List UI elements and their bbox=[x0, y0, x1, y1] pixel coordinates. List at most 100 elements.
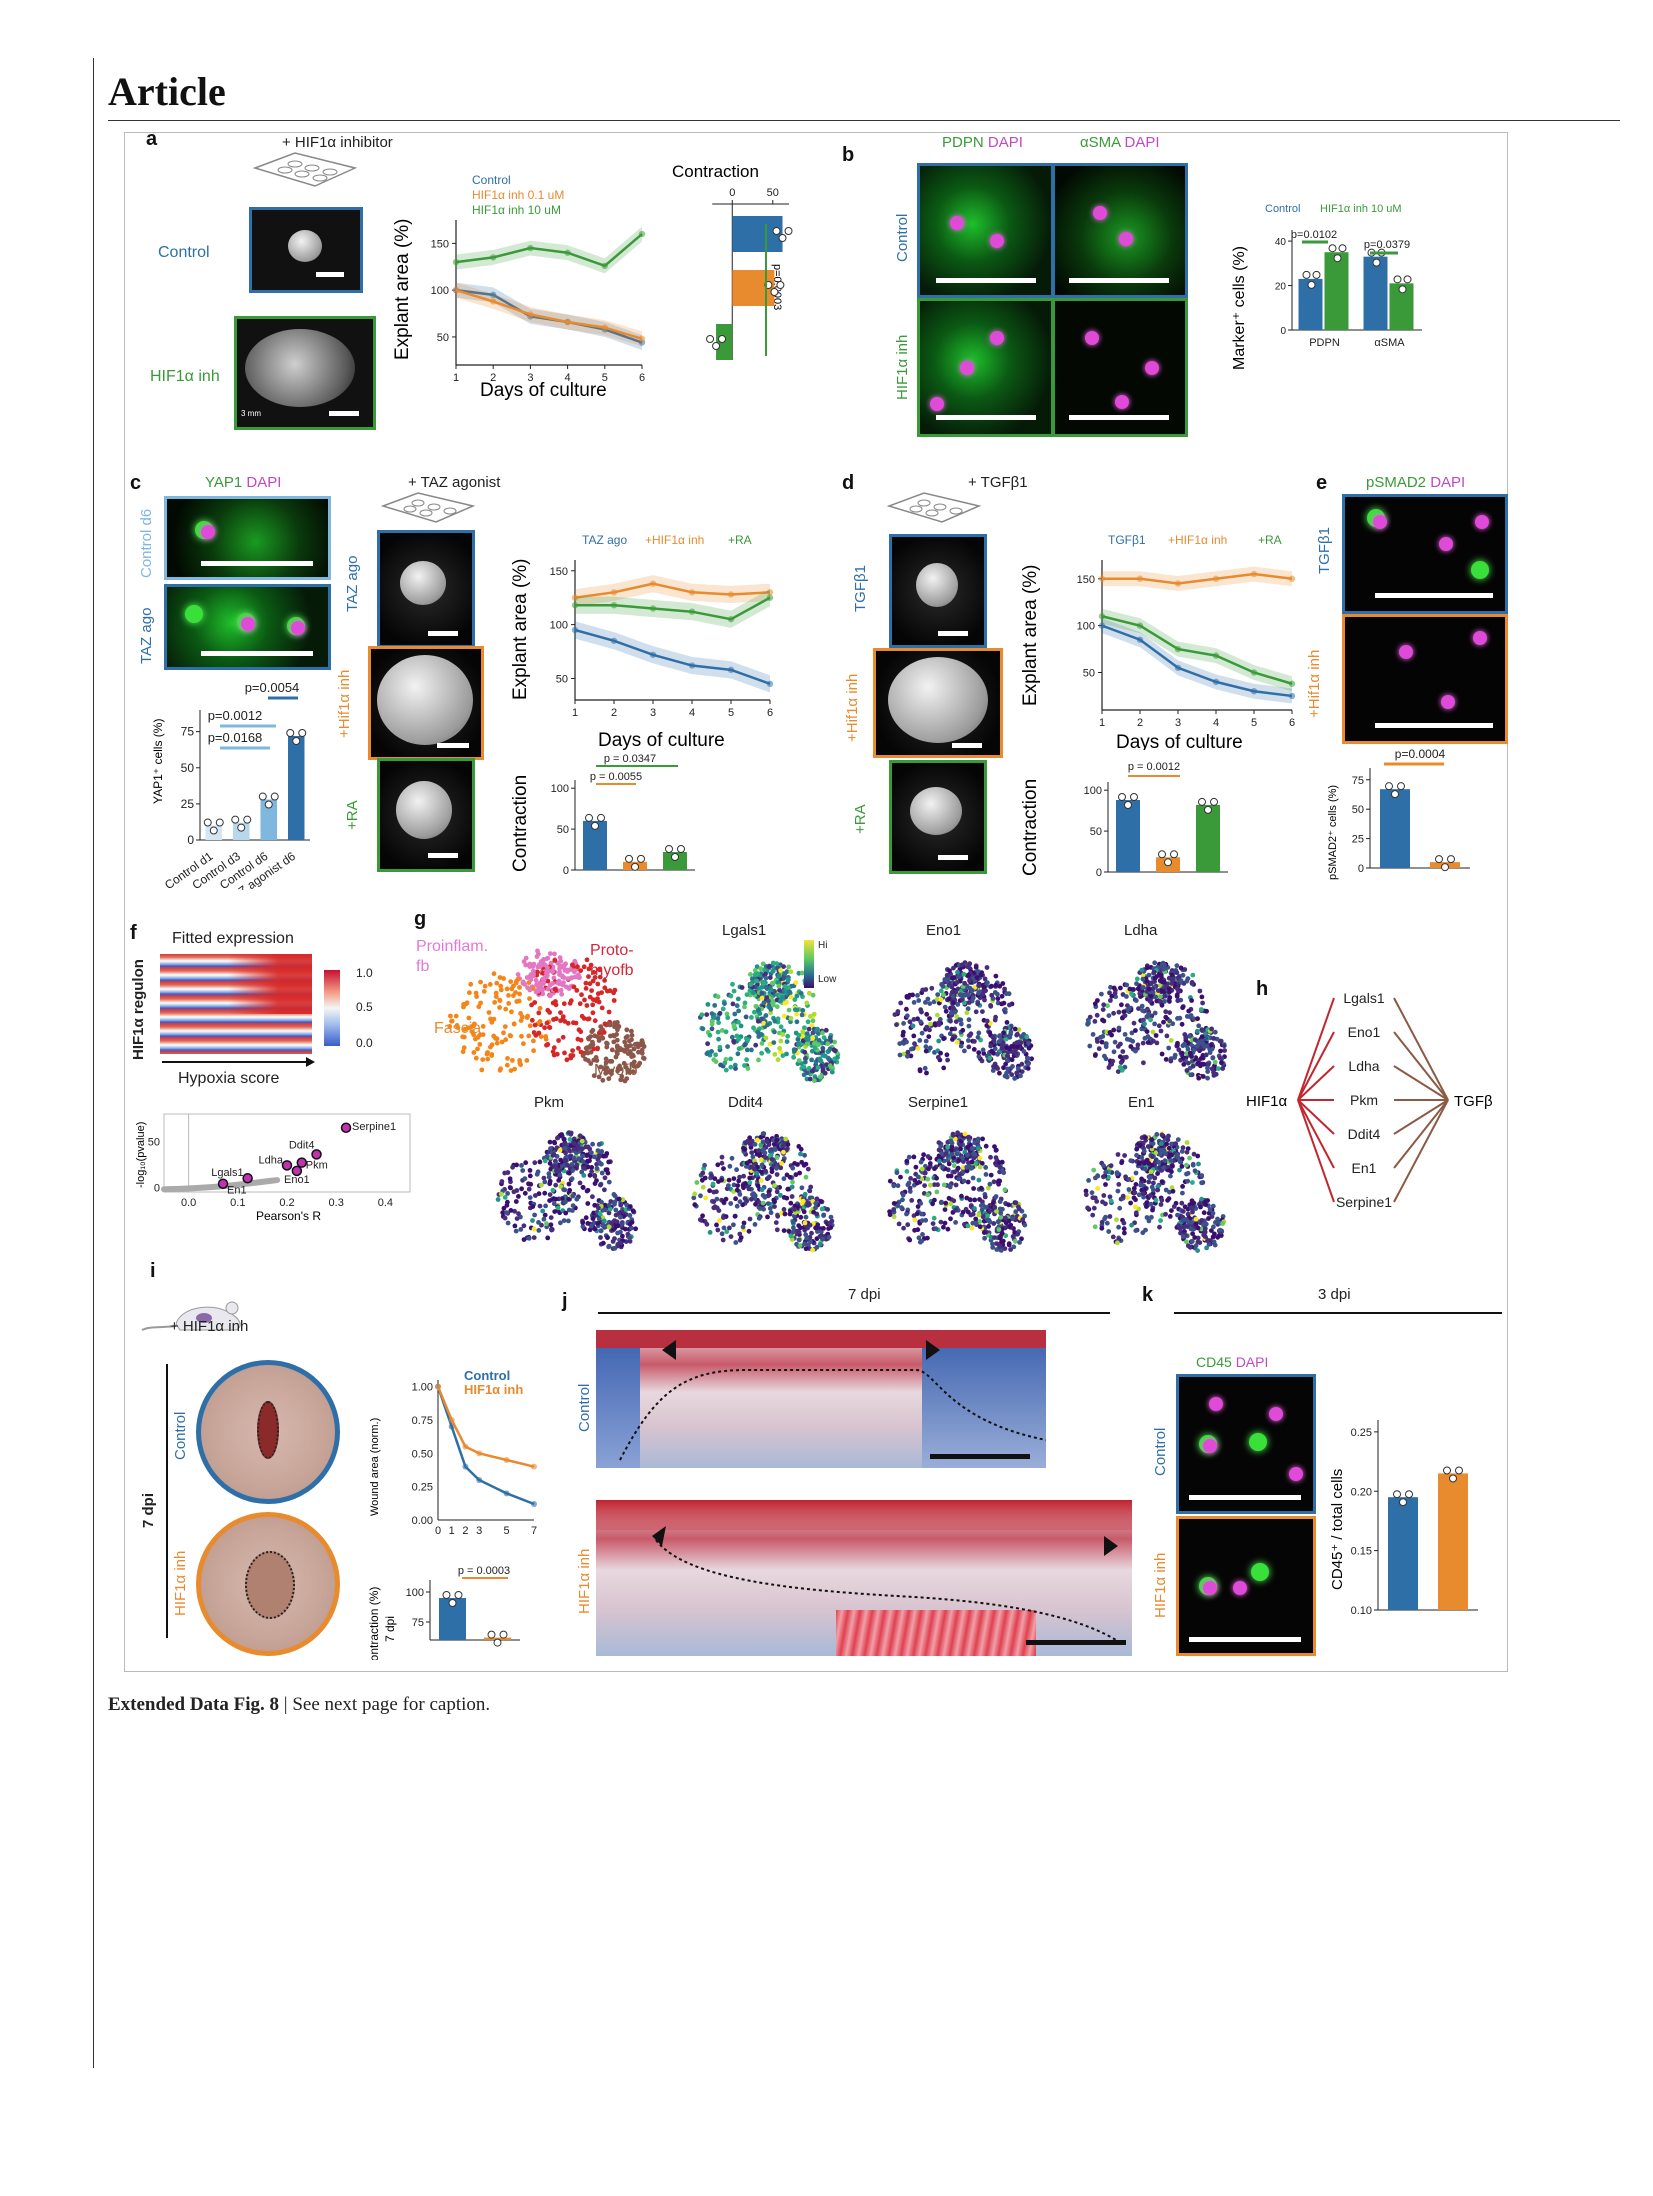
umap-cell bbox=[1202, 1200, 1208, 1205]
umap-cell bbox=[756, 1148, 762, 1153]
umap-cell bbox=[904, 994, 910, 1000]
umap-cell bbox=[1168, 1038, 1174, 1043]
umap-cell bbox=[958, 1043, 964, 1049]
umap-cell bbox=[827, 1046, 833, 1052]
umap-cell bbox=[588, 1043, 594, 1048]
umap-cell bbox=[981, 1230, 987, 1235]
umap-cell bbox=[775, 1213, 781, 1219]
umap-cell bbox=[723, 1056, 729, 1062]
explant-image-inh: 3 mm bbox=[234, 316, 376, 430]
umap-cell bbox=[932, 1166, 937, 1172]
colorbar-tick-bottom: 0.0 bbox=[356, 1036, 373, 1050]
umap-cell bbox=[707, 1188, 712, 1194]
umap-cell bbox=[1122, 1013, 1128, 1018]
panel-c-contraction-label: Contraction bbox=[510, 775, 531, 872]
umap-cell bbox=[1095, 998, 1100, 1003]
umap-cell bbox=[618, 1077, 624, 1083]
cluster-label-proinflam-fb: fb bbox=[416, 958, 430, 975]
umap-cell bbox=[1153, 1197, 1159, 1203]
umap-cell bbox=[1122, 1230, 1127, 1236]
panel-c-legend-0: TAZ ago bbox=[582, 533, 627, 547]
y-tick-label: 75 bbox=[181, 725, 195, 739]
umap-cell bbox=[1184, 1140, 1190, 1145]
network-target: TGFβ bbox=[1454, 1093, 1493, 1110]
umap-cell bbox=[1014, 1070, 1020, 1076]
umap-cell bbox=[517, 1060, 523, 1066]
umap-cell bbox=[960, 1209, 966, 1215]
series-line bbox=[436, 1386, 535, 1506]
umap-cell bbox=[1146, 1161, 1152, 1166]
umap-cell bbox=[1000, 1042, 1005, 1048]
umap-cell bbox=[915, 1046, 921, 1051]
umap-cell bbox=[590, 978, 596, 984]
umap-cell bbox=[612, 987, 618, 993]
umap-cell bbox=[1199, 994, 1205, 1000]
umap-cell bbox=[1111, 1027, 1117, 1033]
umap-cell bbox=[595, 1220, 601, 1226]
umap-cell bbox=[952, 1009, 958, 1015]
umap-cell bbox=[510, 1164, 515, 1170]
x-tick-label: 0.2 bbox=[279, 1197, 294, 1209]
umap-cell bbox=[949, 1026, 955, 1032]
umap-cell bbox=[556, 1038, 561, 1043]
umap-cell bbox=[823, 1027, 829, 1033]
umap-cell bbox=[502, 1195, 508, 1200]
umap-cell bbox=[781, 1176, 787, 1182]
umap-cell bbox=[810, 1030, 816, 1036]
umap-cell bbox=[912, 1041, 917, 1047]
bar-point bbox=[1372, 258, 1381, 267]
umap-cell bbox=[753, 1201, 758, 1207]
umap-cell bbox=[755, 1137, 760, 1143]
umap-cell bbox=[487, 982, 493, 987]
x-tick-label: 2 bbox=[611, 707, 617, 719]
umap-cell bbox=[1015, 1044, 1021, 1049]
data-point bbox=[531, 1463, 537, 1470]
umap-cell bbox=[759, 1187, 765, 1193]
umap-cell bbox=[799, 970, 805, 976]
umap-cell bbox=[1015, 1066, 1021, 1071]
umap-cell bbox=[612, 1236, 617, 1241]
umap-cell bbox=[1148, 993, 1154, 999]
umap-cell bbox=[1085, 1205, 1090, 1211]
hypoxia-arrow bbox=[162, 1057, 315, 1067]
umap-cell bbox=[494, 1040, 500, 1046]
umap-cell bbox=[1199, 1173, 1205, 1178]
umap-cell bbox=[1133, 1182, 1139, 1187]
umap-cell bbox=[998, 1210, 1004, 1216]
panel-d-treatment: + TGFβ1 bbox=[968, 474, 1028, 491]
umap-cell bbox=[1158, 974, 1164, 979]
umap-cell bbox=[966, 1000, 972, 1005]
x-tick-label: 0 bbox=[435, 1525, 441, 1537]
umap-cell bbox=[1111, 985, 1117, 991]
x-tick-label: 0.1 bbox=[230, 1197, 245, 1209]
umap-cell bbox=[1157, 1224, 1162, 1230]
umap-cell bbox=[1114, 1171, 1120, 1177]
umap-cell bbox=[767, 1174, 772, 1180]
umap-cell bbox=[954, 980, 960, 985]
umap-cell bbox=[949, 1151, 955, 1157]
umap-cell bbox=[995, 991, 1000, 997]
umap-cell bbox=[923, 987, 929, 992]
umap-cell bbox=[900, 1197, 905, 1203]
umap-cell bbox=[737, 1174, 742, 1180]
umap-cell bbox=[911, 1154, 917, 1160]
bar-point bbox=[209, 826, 218, 835]
umap-cell bbox=[891, 1214, 897, 1220]
gene-label: Ddit4 bbox=[289, 1139, 315, 1151]
bar-point bbox=[499, 1630, 508, 1639]
umap-cell bbox=[755, 1029, 761, 1035]
data-point bbox=[503, 1457, 510, 1463]
umap-cell bbox=[810, 992, 816, 998]
umap-cell bbox=[1133, 1048, 1138, 1054]
umap-cell bbox=[598, 1182, 603, 1188]
umap-cell bbox=[1106, 1229, 1112, 1234]
panel-e-row1: TGFβ1 bbox=[1316, 527, 1333, 574]
umap-cell bbox=[753, 1004, 759, 1009]
series-line bbox=[1101, 624, 1293, 698]
umap-cell bbox=[1111, 1010, 1116, 1016]
data-point bbox=[1136, 622, 1144, 629]
umap-cell bbox=[1162, 1158, 1168, 1164]
umap-cell bbox=[749, 1047, 754, 1053]
bar-point bbox=[778, 234, 787, 242]
